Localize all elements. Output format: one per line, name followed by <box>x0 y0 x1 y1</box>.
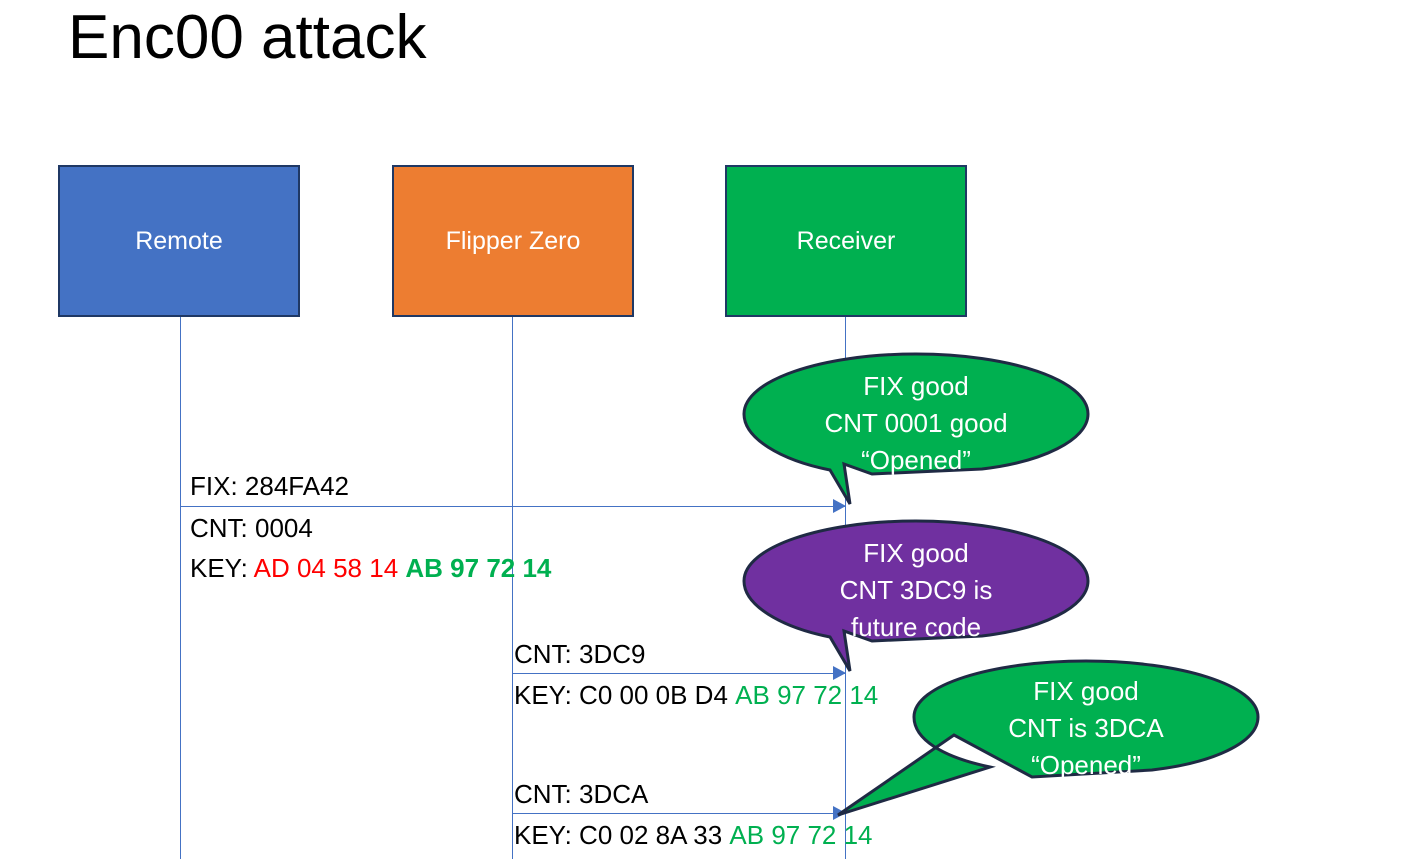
message-3-cnt-label: CNT: 3DCA <box>514 779 649 809</box>
message-1-key-row: KEY: AD 04 58 14 AB 97 72 14 <box>190 548 551 588</box>
message-2-key-row: KEY: C0 00 0B D4 AB 97 72 14 <box>514 675 878 715</box>
lifeline-remote <box>180 317 181 859</box>
message-2-key-prefix: KEY: <box>514 680 580 710</box>
message-1-key-red: AD 04 58 14 <box>253 553 399 583</box>
message-3-key-green: AB 97 72 14 <box>729 820 873 850</box>
actor-label-flipper: Flipper Zero <box>445 227 581 255</box>
callout-shape-2 <box>742 519 1090 672</box>
page-title: Enc00 attack <box>68 3 427 72</box>
callout-bubble-1[interactable]: FIX good CNT 0001 good “Opened” <box>742 352 1090 512</box>
callout-shape-1 <box>742 352 1090 505</box>
arrow-head-icon-1 <box>833 499 846 513</box>
actor-label-remote: Remote <box>135 227 223 255</box>
message-2-key-green: AB 97 72 14 <box>735 680 879 710</box>
message-arrow-3 <box>512 813 846 814</box>
lifeline-flipper <box>512 317 513 859</box>
message-1-body: CNT: 0004 KEY: AD 04 58 14 AB 97 72 14 <box>190 508 551 588</box>
message-1-key-prefix: KEY: <box>190 553 254 583</box>
actor-box-flipper[interactable]: Flipper Zero <box>392 165 634 317</box>
callout-shape-3 <box>837 659 1260 817</box>
arrow-head-icon-2 <box>833 666 846 680</box>
message-1-cnt-label: CNT: 0004 <box>190 513 313 543</box>
message-1-key-green: AB 97 72 14 <box>405 553 552 583</box>
message-arrow-2 <box>512 673 846 674</box>
message-3-key-prefix: KEY: <box>514 820 580 850</box>
message-3-key-row: KEY: C0 02 8A 33 AB 97 72 14 <box>514 815 873 855</box>
callout-bubble-3[interactable]: FIX good CNT is 3DCA “Opened” <box>837 659 1260 819</box>
callout-bubble-2[interactable]: FIX good CNT 3DC9 is future code <box>742 519 1090 679</box>
message-arrow-1 <box>180 506 846 507</box>
actor-box-remote[interactable]: Remote <box>58 165 300 317</box>
message-3-key-black: C0 02 8A 33 <box>579 820 723 850</box>
actor-label-receiver: Receiver <box>796 227 896 255</box>
message-2-cnt-label: CNT: 3DC9 <box>514 639 646 669</box>
message-2-key-black: C0 00 0B D4 <box>579 680 728 710</box>
message-1-fix-label: FIX: 284FA42 <box>190 471 349 501</box>
actor-box-receiver[interactable]: Receiver <box>725 165 967 317</box>
